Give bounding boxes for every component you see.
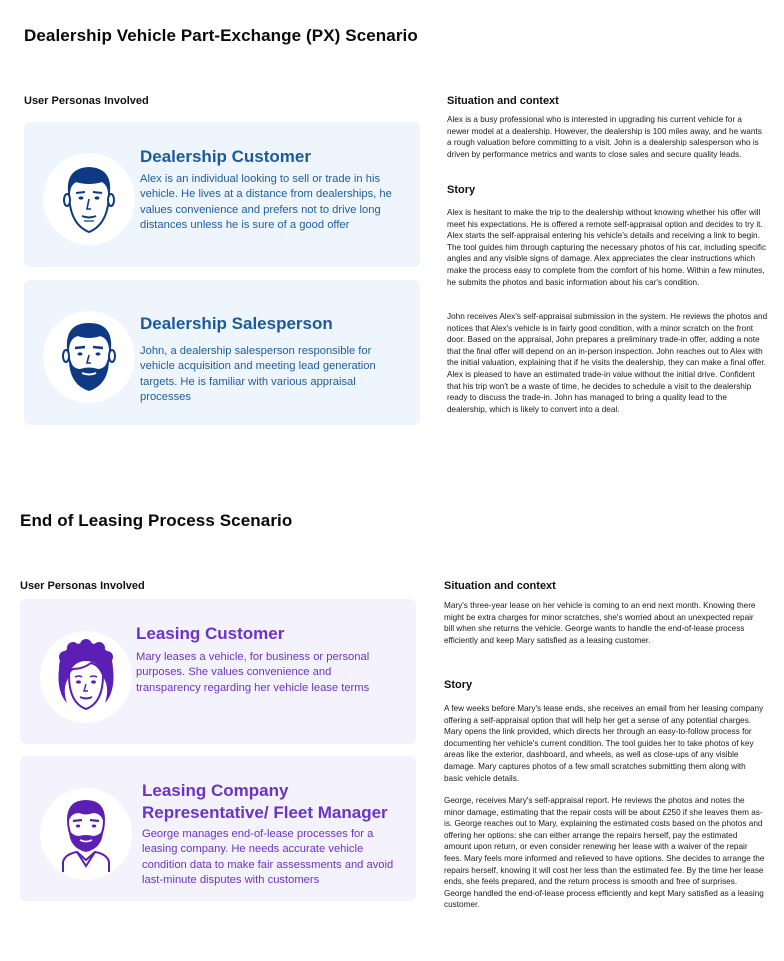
lease-section-title: End of Leasing Process Scenario — [20, 511, 293, 530]
male-customer-avatar-icon — [43, 153, 135, 245]
lease-story-paragraph: A few weeks before Mary's lease ends, sh… — [444, 704, 764, 783]
persona-card-fleet-manager: Leasing Company Representative/ Fleet Ma… — [20, 756, 416, 901]
fleet-manager-avatar-icon — [40, 788, 132, 880]
persona-title: Leasing Customer — [136, 624, 285, 643]
persona-description: John, a dealership salesperson responsib… — [140, 345, 376, 404]
lease-situation-text: Mary's three-year lease on her vehicle i… — [444, 601, 756, 645]
px-story-heading: Story — [447, 184, 476, 196]
persona-title: Leasing Company Representative/ Fleet Ma… — [142, 781, 388, 822]
px-section-title: Dealership Vehicle Part-Exchange (PX) Sc… — [24, 26, 418, 45]
persona-card-dealership-salesperson: Dealership Salesperson John, a dealershi… — [24, 280, 420, 425]
px-story-paragraph: Alex is hesitant to make the trip to the… — [447, 208, 767, 287]
px-personas-heading: User Personas Involved — [24, 95, 149, 107]
lease-story-paragraph: George, receives Mary's self-appraisal r… — [444, 796, 765, 910]
female-customer-avatar-icon — [40, 631, 132, 723]
persona-card-dealership-customer: Dealership Customer Alex is an individua… — [24, 122, 420, 267]
px-story-paragraph: John receives Alex's self-appraisal subm… — [447, 312, 768, 414]
lease-personas-heading: User Personas Involved — [20, 580, 145, 592]
lease-situation-heading: Situation and context — [444, 580, 556, 592]
persona-description: Mary leases a vehicle, for business or p… — [136, 651, 370, 694]
bearded-salesperson-avatar-icon — [43, 311, 135, 403]
persona-title: Dealership Customer — [140, 147, 311, 166]
persona-card-leasing-customer: Leasing Customer Mary leases a vehicle, … — [20, 599, 416, 744]
persona-description: Alex is an individual looking to sell or… — [140, 173, 392, 232]
px-situation-heading: Situation and context — [447, 95, 559, 107]
px-situation-text: Alex is a busy professional who is inter… — [447, 115, 762, 159]
persona-description: George manages end-of-lease processes fo… — [142, 828, 394, 887]
persona-title: Dealership Salesperson — [140, 314, 333, 333]
lease-story-heading: Story — [444, 679, 473, 691]
